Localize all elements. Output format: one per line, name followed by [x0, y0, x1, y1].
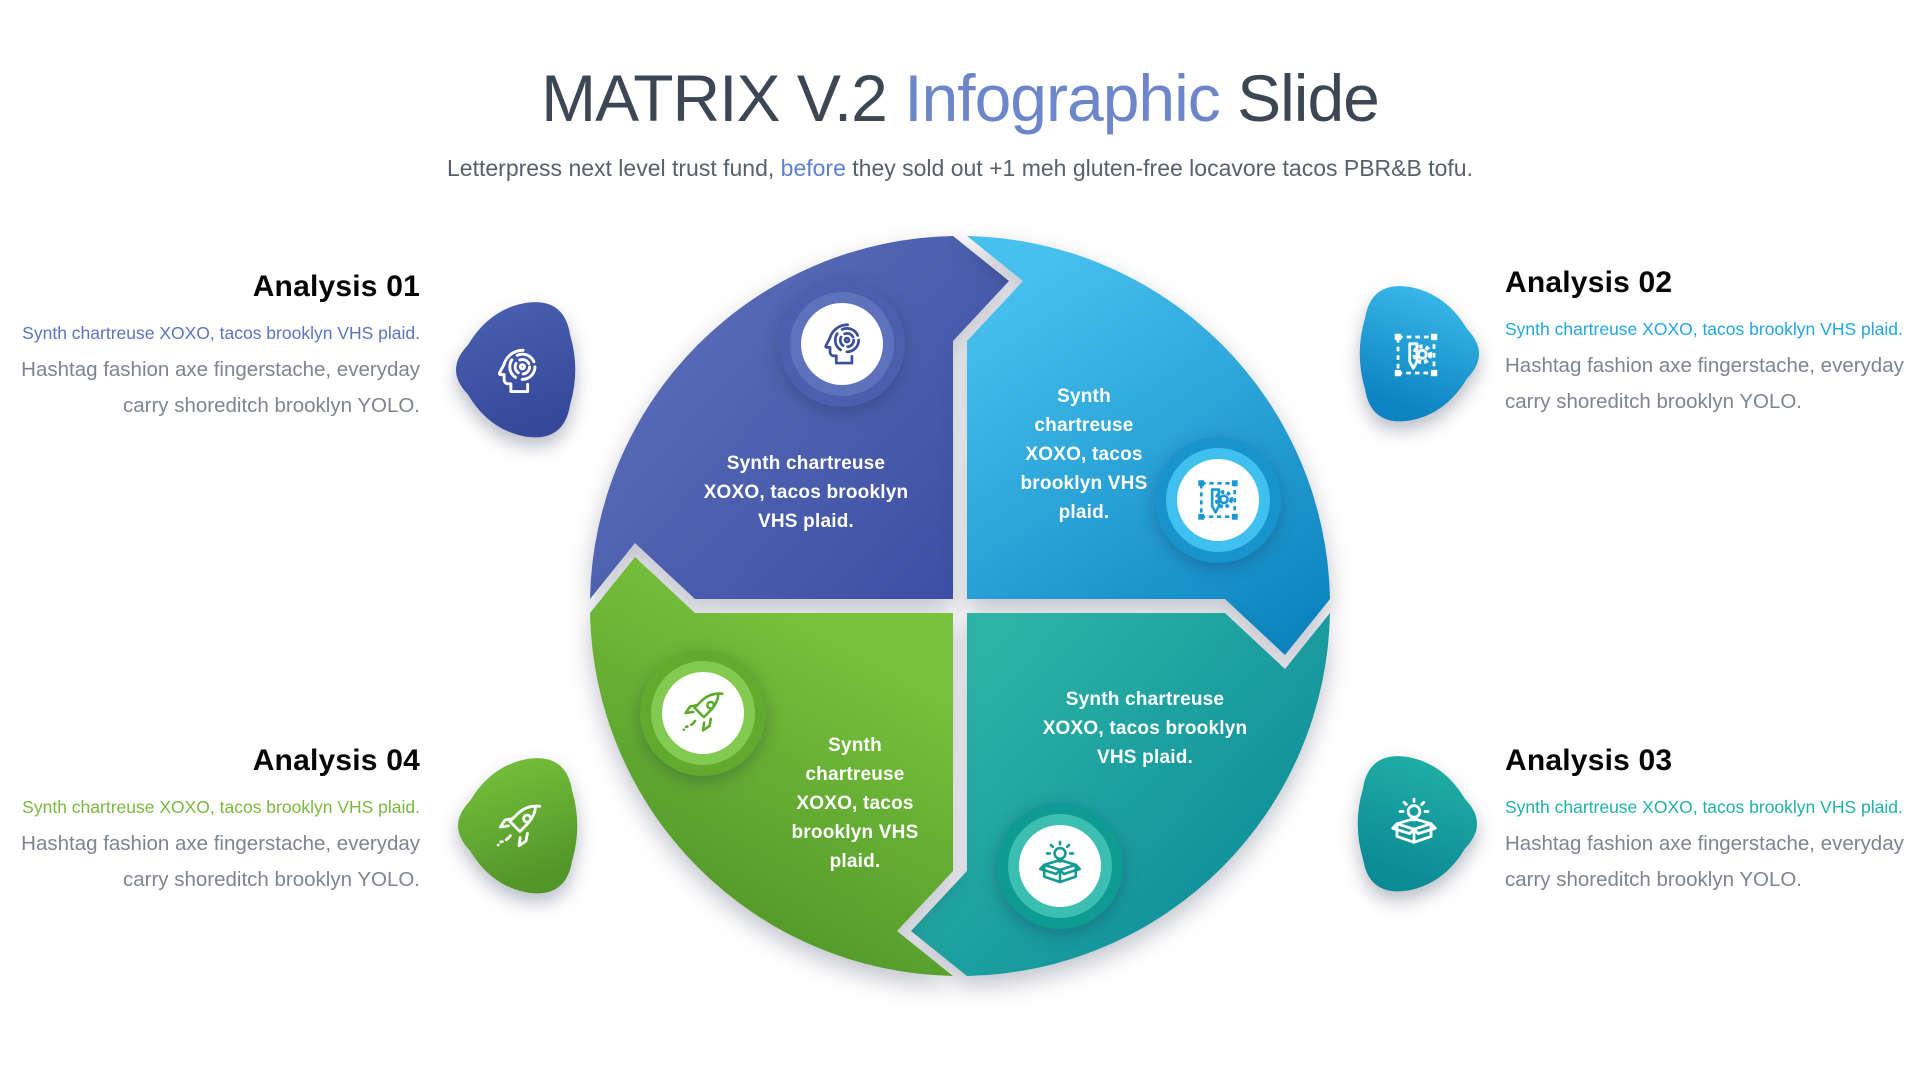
page-subtitle: Letterpress next level trust fund, befor…	[0, 155, 1920, 182]
design-icon	[1392, 331, 1440, 378]
analysis-02-body: Hashtag fashion axe fingerstache, everyd…	[1505, 354, 1904, 413]
analysis-04-lead: Synth chartreuse XOXO, tacos brooklyn VH…	[22, 797, 420, 817]
analysis-03-body: Hashtag fashion axe fingerstache, everyd…	[1505, 832, 1904, 891]
analysis-03-lead: Synth chartreuse XOXO, tacos brooklyn VH…	[1505, 797, 1903, 817]
subtitle-part-1: Letterpress next level trust fund,	[447, 155, 781, 181]
title-part-2: Slide	[1219, 61, 1380, 135]
analysis-02-block: Analysis 02 Synth chartreuse XOXO, tacos…	[1505, 266, 1920, 420]
badge-cyan	[1155, 437, 1281, 563]
segment-blue	[590, 236, 1009, 599]
segment-teal	[911, 613, 1330, 976]
analysis-01-marker	[435, 288, 585, 453]
analysis-02-marker	[1350, 272, 1500, 437]
mind-icon	[497, 348, 537, 393]
analysis-04-title: Analysis 04	[252, 744, 420, 777]
analysis-04-marker	[437, 744, 587, 909]
cycle-wheel: Synth chartreuse XOXO, tacos brooklyn VH…	[560, 206, 1360, 1006]
analysis-03-block: Analysis 03 Synth chartreuse XOXO, tacos…	[1505, 744, 1920, 898]
badge-teal	[997, 803, 1123, 929]
analysis-04-block: Analysis 04 Synth chartreuse XOXO, tacos…	[0, 744, 420, 898]
analysis-01-title: Analysis 01	[252, 270, 420, 303]
segment-green-text: Synth chartreuse XOXO, tacos brooklyn VH…	[791, 735, 919, 872]
segment-blue-text: Synth chartreuse XOXO, tacos brooklyn VH…	[703, 453, 909, 532]
triangle-shape-green	[458, 758, 578, 894]
title-accent: Infographic	[904, 61, 1221, 135]
segment-cyan-text: Synth chartreuse XOXO, tacos brooklyn VH…	[1020, 386, 1148, 523]
analysis-02-lead: Synth chartreuse XOXO, tacos brooklyn VH…	[1505, 319, 1903, 339]
analysis-03-title: Analysis 03	[1505, 744, 1673, 777]
analysis-01-body: Hashtag fashion axe fingerstache, everyd…	[21, 358, 420, 417]
cycle-wheel-graphic	[590, 236, 1330, 976]
triangle-shape-teal	[1357, 756, 1477, 892]
analysis-03-marker	[1348, 742, 1498, 907]
subtitle-part-2: they sold out +1 meh gluten-free locavor…	[845, 155, 1473, 181]
analysis-02-title: Analysis 02	[1505, 266, 1673, 299]
rocket-icon	[496, 804, 542, 847]
badge-green	[640, 650, 766, 776]
analysis-01-block: Analysis 01 Synth chartreuse XOXO, tacos…	[0, 270, 420, 424]
badge-blue	[779, 281, 905, 407]
analysis-01-lead: Synth chartreuse XOXO, tacos brooklyn VH…	[22, 323, 420, 343]
title-part-1: MATRIX V.2	[541, 61, 905, 135]
page-title: MATRIX V.2 Infographic Slide	[0, 62, 1920, 135]
analysis-04-body: Hashtag fashion axe fingerstache, everyd…	[21, 832, 420, 891]
idea-box-icon	[1391, 797, 1437, 844]
subtitle-accent: before	[780, 155, 846, 181]
segment-teal-text: Synth chartreuse XOXO, tacos brooklyn VH…	[1042, 689, 1248, 768]
